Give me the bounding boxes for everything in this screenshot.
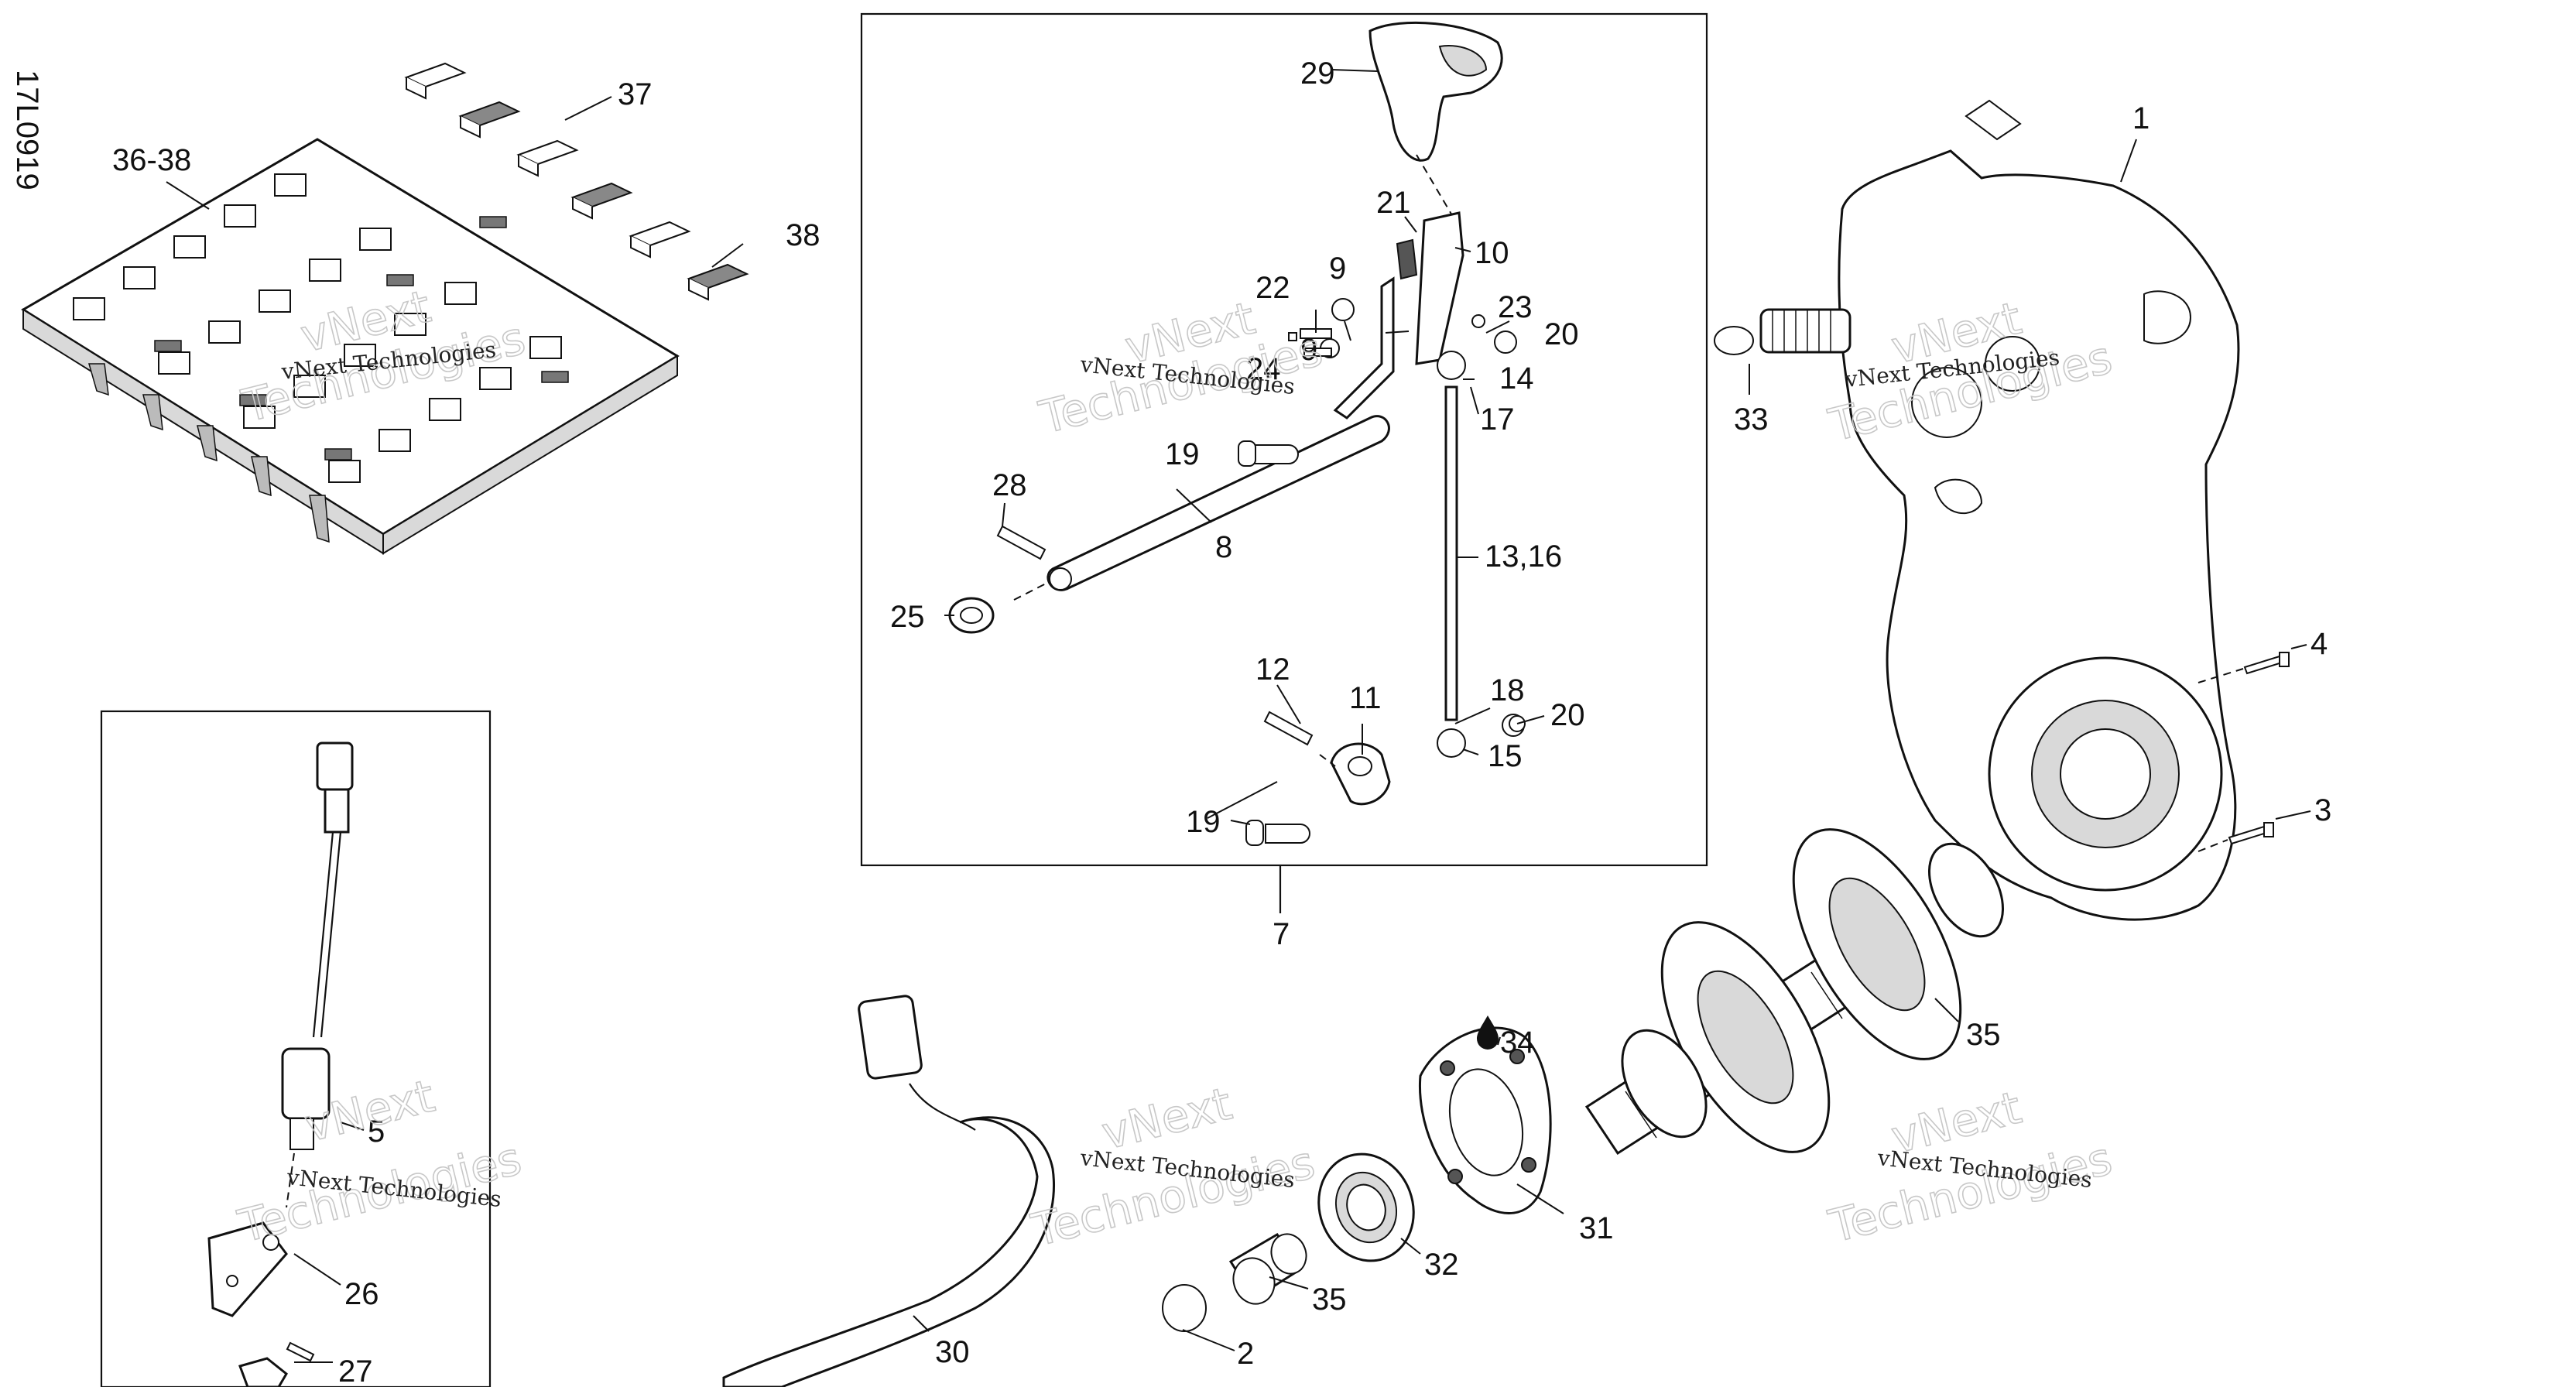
callout-8: 8 xyxy=(1215,530,1232,564)
callout-3: 3 xyxy=(2314,793,2331,827)
bearing-32 xyxy=(1317,1152,1415,1262)
leader-lines xyxy=(166,69,2311,1363)
callout-28: 28 xyxy=(992,468,1027,502)
shift-knob xyxy=(1368,21,1503,162)
oil-drop-icon xyxy=(1477,1015,1499,1050)
callout-38: 38 xyxy=(786,218,820,252)
callout-25: 25 xyxy=(890,600,925,634)
callout-9b: 9 xyxy=(1300,333,1317,367)
callout-21: 21 xyxy=(1376,186,1411,220)
callout-36-38: 36-38 xyxy=(112,143,191,177)
callout-32: 32 xyxy=(1424,1248,1459,1282)
nut-27 xyxy=(238,1341,315,1387)
callout-26: 26 xyxy=(344,1277,379,1311)
callout-1: 1 xyxy=(2132,101,2150,135)
callout-37: 37 xyxy=(618,77,653,111)
drive-shaft xyxy=(1584,828,2004,1156)
wm-ghost-6b: Technologies xyxy=(1824,1132,2117,1252)
callout-20b: 20 xyxy=(1550,698,1585,732)
callout-10: 10 xyxy=(1475,236,1509,270)
callout-17: 17 xyxy=(1480,402,1515,437)
spring xyxy=(1396,238,1418,280)
callout-33: 33 xyxy=(1734,402,1769,437)
callout-11: 11 xyxy=(1349,681,1382,715)
wm-ghost-5a: vNext xyxy=(1097,1077,1237,1160)
callout-30: 30 xyxy=(935,1335,970,1369)
callout-24: 24 xyxy=(1246,352,1281,386)
callout-20a: 20 xyxy=(1544,317,1579,351)
callout-19a: 19 xyxy=(1165,437,1200,471)
drawing-id: 17L0919 xyxy=(10,70,44,190)
bushing-25 xyxy=(948,597,995,634)
callout-29: 29 xyxy=(1300,57,1335,91)
sensor-frame xyxy=(100,710,492,1387)
pin-28 xyxy=(996,525,1046,560)
callout-35a: 35 xyxy=(1312,1283,1347,1317)
callout-labels: 1 2 3 4 5 7 8 9 9 10 11 12 13,16 14 15 1… xyxy=(112,57,2331,1387)
callout-9a: 9 xyxy=(1329,252,1346,286)
transmission-case xyxy=(1759,99,2240,921)
callout-22: 22 xyxy=(1255,271,1290,305)
callout-31: 31 xyxy=(1579,1211,1614,1245)
callout-2: 2 xyxy=(1237,1337,1254,1371)
bushing-35 xyxy=(1228,1232,1307,1305)
callout-5: 5 xyxy=(368,1115,385,1149)
callout-23: 23 xyxy=(1498,290,1533,324)
pin-12 xyxy=(1263,711,1314,746)
bolts xyxy=(2228,652,2290,845)
small-hardware xyxy=(1238,298,1526,846)
track-clips xyxy=(404,62,749,301)
callout-34: 34 xyxy=(1500,1026,1535,1060)
callout-19b: 19 xyxy=(1186,805,1221,839)
speed-sensor xyxy=(281,741,354,1150)
shift-linkage-frame xyxy=(860,12,1708,867)
callout-7: 7 xyxy=(1273,917,1290,951)
shift-arm xyxy=(1333,211,1464,420)
shift-shaft xyxy=(1046,415,1390,591)
callout-27: 27 xyxy=(338,1354,373,1387)
callout-35b: 35 xyxy=(1966,1018,2001,1052)
callout-13-16: 13,16 xyxy=(1485,539,1562,574)
callout-15: 15 xyxy=(1488,739,1523,773)
callout-14: 14 xyxy=(1499,361,1534,396)
track-pad xyxy=(21,138,680,555)
callout-18: 18 xyxy=(1490,673,1525,707)
o-ring-2 xyxy=(1162,1284,1207,1332)
bearing-cover-31 xyxy=(1418,1026,1552,1214)
lever-11 xyxy=(1330,742,1391,806)
sensor-bracket-26 xyxy=(207,1221,288,1317)
linkage-rod xyxy=(1437,351,1466,758)
o-ring-33 xyxy=(1714,326,1754,355)
wire-harness-30 xyxy=(722,995,1055,1387)
callout-12: 12 xyxy=(1255,652,1290,687)
callout-4: 4 xyxy=(2311,627,2328,661)
